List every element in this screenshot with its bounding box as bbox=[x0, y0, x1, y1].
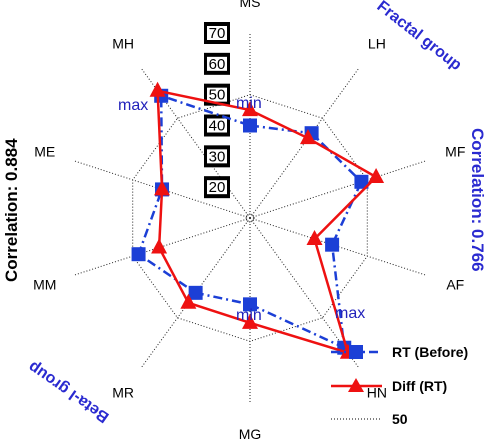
spoke-me bbox=[73, 160, 251, 219]
data-point-1-lh bbox=[299, 129, 316, 145]
data-point-0-ms bbox=[243, 118, 257, 133]
legend: RT (Before) Diff (RT) 50 bbox=[331, 344, 468, 427]
spoke-mm bbox=[73, 217, 251, 276]
spoke-af bbox=[249, 217, 427, 276]
legend-marker-triangle bbox=[348, 378, 364, 392]
data-point-1-af bbox=[306, 229, 323, 245]
fractal-group-label: Fractal group bbox=[374, 0, 465, 74]
axis-label-af: AF bbox=[446, 277, 464, 293]
tick-label-20: 20 bbox=[209, 179, 226, 196]
data-point-1-mh bbox=[149, 81, 166, 97]
data-point-1-mg bbox=[242, 313, 258, 329]
spoke-mf bbox=[249, 160, 427, 219]
tick-box-inner-20 bbox=[207, 180, 227, 195]
tick-box-inner-60 bbox=[207, 56, 227, 71]
tick-label-60: 60 bbox=[209, 56, 226, 73]
tick-box-inner-30 bbox=[207, 149, 227, 164]
beta-group-label: Beta-I group bbox=[25, 358, 112, 426]
legend-label-diff-rt: Diff (RT) bbox=[392, 378, 447, 394]
legend-marker-square bbox=[349, 345, 363, 359]
data-point-1-mr bbox=[180, 293, 197, 309]
data-point-0-mm bbox=[131, 247, 146, 262]
data-point-0-af bbox=[325, 237, 340, 252]
data-point-0-mr bbox=[188, 285, 203, 300]
correlation-left: Correlation: 0.884 bbox=[2, 138, 21, 282]
spoke-mh bbox=[140, 68, 251, 219]
spoke-lh bbox=[249, 68, 360, 219]
data-point-1-ms bbox=[242, 101, 258, 117]
correlation-right: Correlation: 0.766 bbox=[468, 128, 487, 272]
annotation-max-top-left: max bbox=[118, 97, 148, 114]
grid-ring-50 bbox=[132, 94, 368, 342]
axis-label-me: ME bbox=[34, 143, 55, 159]
radar-grid bbox=[73, 33, 427, 403]
data-series bbox=[131, 81, 385, 359]
tick-label-70: 70 bbox=[209, 25, 226, 42]
tick-box-inner-50 bbox=[207, 87, 227, 102]
data-point-0-mf bbox=[354, 174, 369, 189]
series-diff-rt bbox=[149, 81, 385, 359]
axis-label-mg: MG bbox=[239, 426, 262, 439]
data-point-1-mm bbox=[151, 238, 168, 254]
tick-box-inner-40 bbox=[207, 118, 227, 133]
data-point-1-mf bbox=[368, 168, 385, 184]
annotation-min-top: min bbox=[236, 95, 262, 112]
axis-label-hn: HN bbox=[367, 385, 387, 401]
annotation-max-bottom-right: max bbox=[335, 305, 365, 322]
axis-label-mr: MR bbox=[112, 385, 134, 401]
tick-box-inner-70 bbox=[207, 26, 227, 40]
tick-label-50: 50 bbox=[209, 87, 226, 104]
grid-center bbox=[245, 213, 255, 223]
axis-labels: MS LH MF AF HN MG MR MM ME MH bbox=[33, 0, 465, 439]
axis-label-lh: LH bbox=[368, 35, 386, 51]
axis-label-ms: MS bbox=[240, 0, 261, 10]
tick-label-40: 40 bbox=[209, 118, 226, 135]
data-point-1-me bbox=[154, 180, 171, 196]
data-point-0-mg bbox=[243, 297, 257, 312]
radial-tick-labels: 20 30 40 50 60 70 bbox=[204, 22, 230, 199]
tick-label-30: 30 bbox=[209, 148, 226, 165]
annotation-min-bottom: min bbox=[236, 307, 262, 324]
axis-label-mf: MF bbox=[445, 143, 465, 159]
axis-label-mm: MM bbox=[33, 277, 56, 293]
legend-label-rt-before: RT (Before) bbox=[392, 344, 468, 360]
legend-label-50: 50 bbox=[392, 411, 408, 427]
spoke-mr bbox=[140, 217, 251, 368]
axis-label-mh: MH bbox=[112, 35, 134, 51]
spoke-hn bbox=[249, 217, 360, 368]
